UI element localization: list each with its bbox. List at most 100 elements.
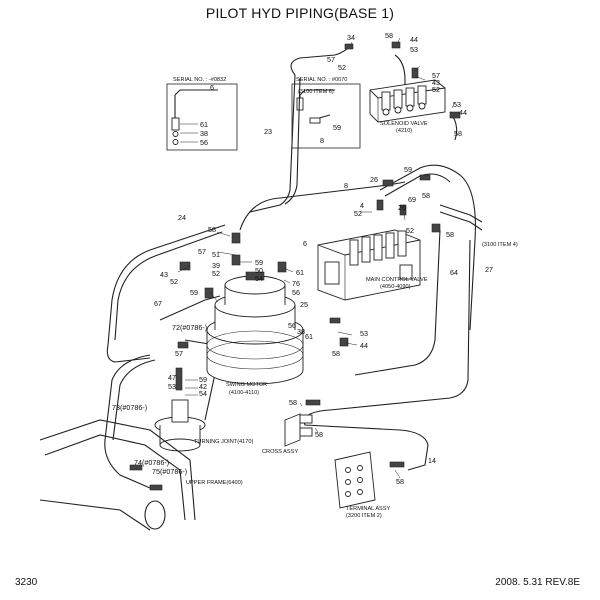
captions: SERIAL NO. : -#0832 SERIAL NO. : #0070 (…: [173, 77, 518, 519]
part-label: 27: [485, 265, 493, 274]
part-label: 34: [347, 33, 355, 42]
inset-box-left: [166, 83, 238, 151]
inset-oring-left: [172, 131, 179, 137]
part-label: 75(#0786-): [152, 467, 187, 476]
hose-14: [303, 409, 429, 471]
part-label: 58: [208, 225, 216, 234]
inset-oring-left-2: [172, 139, 179, 145]
part-label: 59: [333, 123, 341, 132]
part-label: 44: [459, 108, 467, 117]
part-label: 53: [360, 329, 368, 338]
part-label: 53: [453, 100, 461, 109]
part-label: 8: [320, 136, 324, 145]
inset-coupler-right: [309, 117, 321, 124]
part-label: 53: [410, 45, 418, 54]
part-label: 58: [446, 230, 454, 239]
part-label: 52: [354, 209, 362, 218]
inset-fitting-left: [171, 117, 180, 131]
part-label: 26: [398, 203, 406, 212]
part-label: 44: [360, 341, 368, 350]
page-number: 3230: [15, 577, 38, 588]
item-3100-4-caption: (3100 ITEM 4): [482, 242, 518, 248]
solenoid-ref-caption: (4210): [396, 128, 412, 134]
part-label: 52: [432, 85, 440, 94]
hose-23b: [284, 77, 301, 205]
hose-26: [384, 173, 451, 197]
part-label: 61: [296, 268, 304, 277]
pipe-item4b: [439, 211, 483, 231]
part-label: 51: [212, 250, 220, 259]
fittings: [129, 41, 461, 491]
part-label: 61: [305, 332, 313, 341]
hose-27: [329, 239, 471, 411]
part-label: 56: [200, 138, 208, 147]
leader-lines: [177, 37, 456, 479]
part-label: 64: [450, 268, 458, 277]
serial-caption-right: SERIAL NO. : #0070: [296, 77, 347, 83]
part-label: 69: [408, 195, 416, 204]
part-label: 53: [168, 382, 176, 391]
hose-top-loop: [290, 45, 351, 76]
part-label: 57: [327, 55, 335, 64]
serial-caption-left: SERIAL NO. : -#0832: [173, 77, 226, 83]
mcv-ref-caption: (4050-4090): [380, 284, 411, 290]
part-label: 52: [212, 269, 220, 278]
part-label: 58: [289, 398, 297, 407]
part-label: 54: [255, 274, 263, 283]
part-label: 50: [255, 266, 263, 275]
part-number-labels: 6 61 38 56 34 57 52 58 44 53 57 43 52 23…: [112, 31, 493, 486]
part-label: 74(#0786-): [134, 458, 169, 467]
part-label: 57: [175, 349, 183, 358]
terminal-ref-caption: (3200 ITEM 2): [346, 513, 382, 519]
turning-joint-caption: TURNING JOINT(4170): [194, 439, 253, 445]
part-label: 59: [190, 288, 198, 297]
hose-67: [159, 295, 221, 321]
terminal-assy-caption: TERMINAL ASSY: [346, 506, 391, 512]
part-label: 44: [410, 35, 418, 44]
upper-frame: [39, 419, 196, 531]
part-label: 6: [210, 83, 214, 92]
hose-solenoid-top: [394, 54, 406, 98]
part-label: 52: [170, 277, 178, 286]
part-label: 61: [200, 120, 208, 129]
swing-ref-caption: (4100-4110): [229, 390, 259, 396]
part-label: 8: [344, 181, 348, 190]
solenoid-valve: [369, 79, 446, 123]
part-label: 38: [297, 327, 305, 336]
part-label: 58: [422, 191, 430, 200]
part-label: 56: [288, 321, 296, 330]
hose-23: [249, 74, 296, 213]
part-label: 57: [198, 247, 206, 256]
hose-24: [106, 224, 226, 363]
upper-frame-caption: UPPER FRAME(6400): [186, 480, 243, 486]
hose-26-loop: [379, 164, 476, 331]
pipe-item4: [439, 204, 483, 223]
inset-hose-left: [174, 89, 218, 118]
part-label: 43: [160, 270, 168, 279]
solenoid-valve-caption: SOLENOID VALVE: [380, 121, 428, 127]
part-label: 52: [338, 63, 346, 72]
inset-box-right: [291, 83, 361, 149]
part-label: 58: [315, 430, 323, 439]
turning-joint: [154, 399, 206, 452]
swing-motor-caption: SWING MOTOR: [226, 382, 267, 388]
part-label: 58: [332, 349, 340, 358]
inset-fitting-right: [296, 97, 304, 111]
part-label: 57: [432, 71, 440, 80]
hose-24b: [114, 231, 223, 341]
hose-73: [104, 354, 151, 489]
part-label: 38: [200, 129, 208, 138]
part-label: 72(#0786-): [172, 323, 207, 332]
part-label: 58: [396, 477, 404, 486]
part-label: 52: [406, 226, 414, 235]
item-3100-6-caption: (3100 ITEM 6): [298, 89, 334, 95]
part-label: 73(#0786-): [112, 403, 147, 412]
revision-date: 2008. 5.31 REV.8E: [495, 577, 580, 588]
hose-73b: [112, 359, 156, 441]
part-label: 58: [454, 129, 462, 138]
part-label: 58: [385, 31, 393, 40]
cross-assy-caption: CROSS ASSY: [262, 449, 298, 455]
part-label: 23: [264, 127, 272, 136]
page-title: PILOT HYD PIPING(BASE 1): [205, 5, 395, 21]
